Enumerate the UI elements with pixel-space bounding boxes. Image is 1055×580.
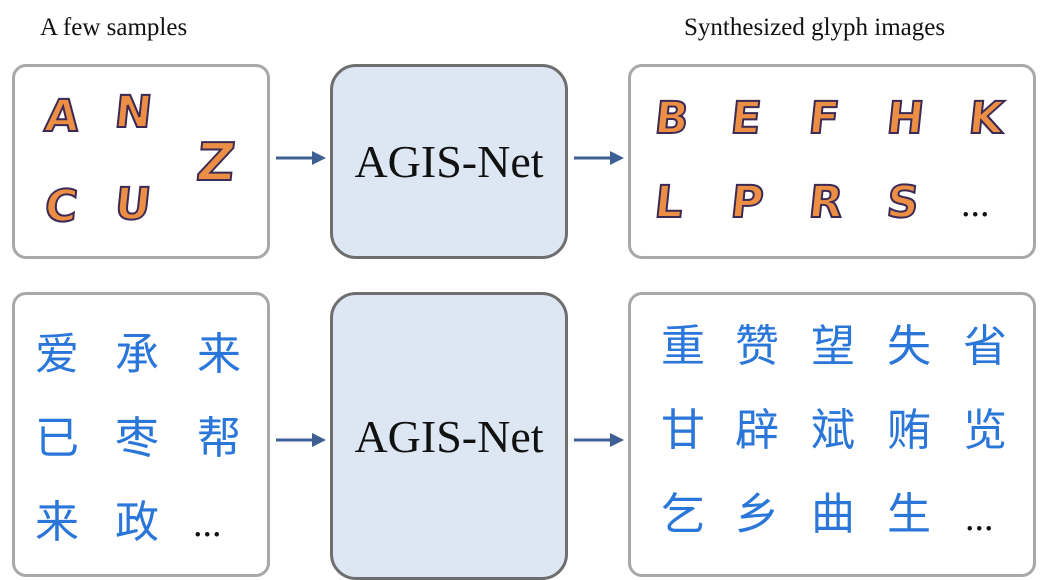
cjk-sample-glyph: 枣 bbox=[115, 413, 159, 464]
latin-output-glyph: B bbox=[651, 92, 692, 145]
cjk-output-ellipsis: ... bbox=[965, 497, 994, 539]
cjk-sample-glyph: 来 bbox=[197, 329, 241, 380]
cjk-sample-glyph: 已 bbox=[35, 413, 79, 464]
cjk-sample-glyph: 政 bbox=[115, 497, 159, 548]
few-samples-heading: A few samples bbox=[40, 14, 188, 41]
cjk-samples-panel: 爱 承 来 已 枣 帮 来 政 ... bbox=[12, 292, 270, 577]
latin-sample-glyph: U bbox=[111, 178, 154, 231]
cjk-output-glyph: 望 bbox=[811, 321, 855, 372]
latin-output-glyph: P bbox=[727, 176, 767, 229]
cjk-output-glyph: 曲 bbox=[811, 489, 855, 540]
cjk-output-glyph: 甘 bbox=[661, 405, 705, 456]
latin-samples-panel: A N Z C U bbox=[12, 64, 270, 259]
cjk-samples-ellipsis: ... bbox=[193, 503, 222, 545]
arrow-to-output-top bbox=[574, 151, 624, 165]
latin-output-glyph: L bbox=[651, 176, 686, 229]
arrow-to-network-top bbox=[276, 151, 326, 165]
cjk-sample-glyph: 爱 bbox=[35, 329, 79, 380]
cjk-output-glyph: 省 bbox=[963, 321, 1007, 372]
cjk-output-glyph: 生 bbox=[887, 489, 931, 540]
cjk-output-glyph: 辟 bbox=[735, 405, 779, 456]
latin-output-glyph: H bbox=[883, 92, 927, 145]
cjk-output-glyph: 赞 bbox=[735, 321, 779, 372]
arrow-to-network-bottom bbox=[276, 433, 326, 447]
latin-sample-glyph: C bbox=[41, 180, 81, 233]
latin-output-panel: B E F H K L P R S ... bbox=[628, 64, 1036, 259]
agis-net-box-bottom: AGIS-Net bbox=[330, 292, 568, 580]
cjk-output-panel: 重 赞 望 失 省 甘 辟 斌 贿 览 乞 乡 曲 生 ... bbox=[628, 292, 1036, 577]
latin-output-ellipsis: ... bbox=[961, 183, 990, 225]
latin-output-glyph: S bbox=[883, 176, 922, 229]
latin-sample-glyph: A bbox=[41, 90, 82, 143]
cjk-sample-glyph: 承 bbox=[115, 329, 159, 380]
latin-output-glyph: F bbox=[805, 92, 842, 145]
latin-sample-glyph: N bbox=[111, 86, 155, 139]
cjk-output-glyph: 斌 bbox=[811, 405, 855, 456]
cjk-output-glyph: 乡 bbox=[735, 489, 779, 540]
cjk-sample-glyph: 来 bbox=[35, 497, 79, 548]
agis-net-box-top: AGIS-Net bbox=[330, 64, 568, 259]
cjk-output-glyph: 失 bbox=[887, 321, 931, 372]
cjk-output-glyph: 贿 bbox=[887, 405, 931, 456]
cjk-output-glyph: 览 bbox=[963, 405, 1007, 456]
synthesized-heading: Synthesized glyph images bbox=[684, 14, 946, 41]
cjk-output-glyph: 乞 bbox=[661, 489, 705, 540]
latin-output-glyph: K bbox=[965, 92, 1006, 145]
arrow-to-output-bottom bbox=[574, 433, 624, 447]
latin-sample-glyph: Z bbox=[193, 132, 239, 194]
cjk-sample-glyph: 帮 bbox=[197, 413, 241, 464]
latin-output-glyph: R bbox=[805, 176, 846, 229]
latin-output-glyph: E bbox=[727, 92, 764, 145]
cjk-output-glyph: 重 bbox=[661, 321, 705, 372]
